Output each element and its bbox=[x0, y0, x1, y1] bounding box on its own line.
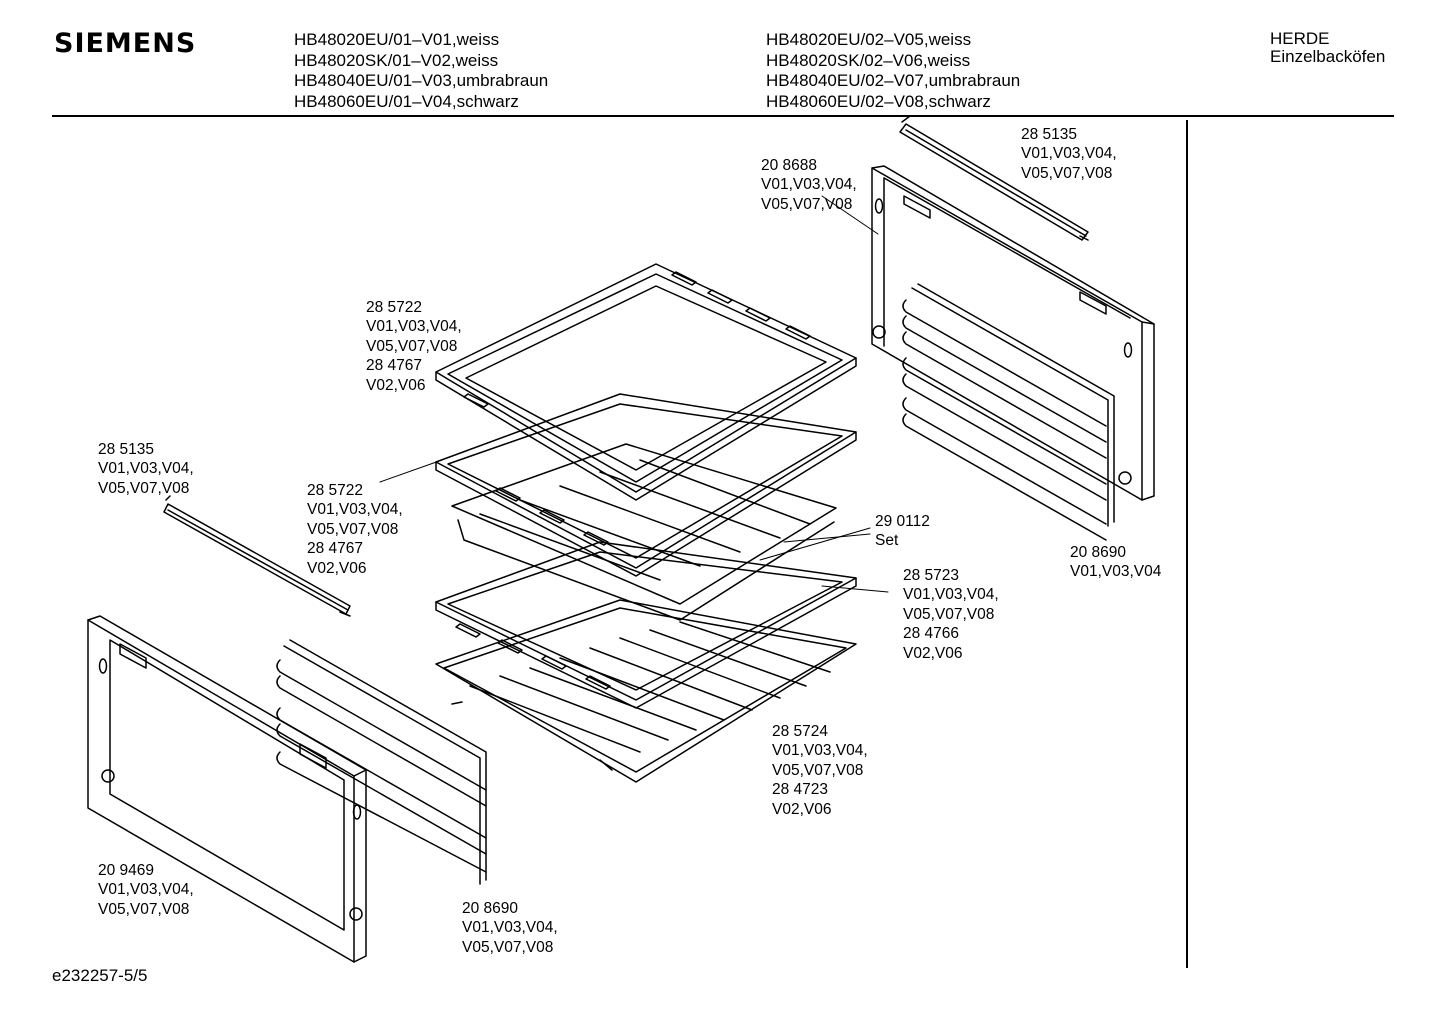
part-label: 20 8690 V01,V03,V04 bbox=[1070, 543, 1161, 582]
part-variants: V05,V07,V08 bbox=[903, 605, 995, 623]
part-number: 28 5135 bbox=[98, 441, 155, 458]
model-line: HB48040EU/01–V03,umbrabraun bbox=[294, 71, 549, 90]
part-number: 28 5722 bbox=[307, 482, 364, 499]
part-variants: V05,V07,V08 bbox=[98, 900, 190, 918]
part-variants: V05,V07,V08 bbox=[307, 520, 399, 538]
rail-top-right bbox=[899, 115, 1089, 241]
part-variants: V05,V07,V08 bbox=[772, 761, 864, 779]
part-variants: V02,V06 bbox=[366, 376, 426, 394]
part-number: 28 5722 bbox=[366, 299, 423, 316]
part-variants: V01,V03,V04 bbox=[1070, 563, 1162, 581]
category-line: Einzelbacköfen bbox=[1270, 47, 1386, 66]
part-variants: V01,V03,V04, bbox=[98, 460, 194, 478]
side-frame-left bbox=[87, 615, 367, 963]
part-number: 28 5723 bbox=[903, 567, 960, 584]
part-variants: V02,V06 bbox=[307, 559, 367, 577]
part-label: 28 5135 V01,V03,V04, V05,V07,V08 bbox=[98, 440, 194, 498]
part-label: 28 5722 V01,V03,V04, V05,V07,V08 28 4767… bbox=[366, 298, 462, 395]
part-number: 28 4767 bbox=[366, 357, 423, 375]
vertical-divider bbox=[1186, 120, 1188, 968]
wire-grid bbox=[435, 599, 857, 783]
rail-left bbox=[163, 495, 351, 617]
shelf-support-right bbox=[902, 283, 1115, 541]
part-variants: V01,V03,V04, bbox=[903, 586, 999, 604]
category-label: HERDE Einzelbacköfen bbox=[1270, 30, 1385, 66]
shelf-support-left bbox=[276, 639, 487, 885]
part-label: 28 5722 V01,V03,V04, V05,V07,V08 28 4767… bbox=[307, 481, 403, 578]
part-number: 20 8690 bbox=[462, 900, 519, 917]
part-variants: V01,V03,V04, bbox=[366, 318, 462, 336]
part-variants: V02,V06 bbox=[772, 800, 832, 818]
part-variants: V05,V07,V08 bbox=[1021, 164, 1113, 182]
part-number: 28 5135 bbox=[1021, 126, 1078, 143]
model-list-left: HB48020EU/01–V01,weiss HB48020SK/01–V02,… bbox=[294, 30, 548, 112]
part-label: 20 9469 V01,V03,V04, V05,V07,V08 bbox=[98, 861, 194, 919]
brand-logo: SIEMENS bbox=[54, 28, 197, 59]
part-variants: V01,V03,V04, bbox=[462, 919, 558, 937]
category-line: HERDE bbox=[1270, 29, 1330, 48]
part-variants: V01,V03,V04, bbox=[98, 881, 194, 899]
baking-pan bbox=[451, 443, 837, 621]
part-label: 28 5723 V01,V03,V04, V05,V07,V08 28 4766… bbox=[903, 566, 999, 663]
drawing-code: e232257-5/5 bbox=[52, 966, 148, 985]
part-variants: V01,V03,V04, bbox=[772, 742, 868, 760]
part-variants: V05,V07,V08 bbox=[761, 195, 853, 213]
part-variants: V05,V07,V08 bbox=[98, 479, 190, 497]
part-variants: V05,V07,V08 bbox=[366, 337, 458, 355]
part-number: 28 4766 bbox=[903, 625, 960, 643]
part-number: 20 8690 bbox=[1070, 544, 1127, 561]
part-variants: V02,V06 bbox=[903, 644, 963, 662]
model-line: HB48060EU/02–V08,schwarz bbox=[766, 91, 991, 111]
side-frame-right bbox=[871, 165, 1155, 501]
part-number: 28 4723 bbox=[772, 781, 829, 799]
model-list-right: HB48020EU/02–V05,weiss HB48020SK/02–V06,… bbox=[766, 30, 1020, 112]
part-number: 28 5724 bbox=[772, 723, 829, 740]
part-variants: V05,V07,V08 bbox=[462, 938, 554, 956]
part-label: 20 8690 V01,V03,V04, V05,V07,V08 bbox=[462, 899, 558, 957]
part-label: 28 5724 V01,V03,V04, V05,V07,V08 28 4723… bbox=[772, 722, 868, 819]
model-line: HB48020EU/01–V01,weiss bbox=[294, 30, 500, 49]
part-variants: V01,V03,V04, bbox=[307, 501, 403, 519]
model-line: HB48020SK/02–V06,weiss bbox=[766, 50, 971, 70]
part-number: 29 0112 bbox=[875, 513, 930, 530]
part-variants: V01,V03,V04, bbox=[761, 176, 857, 194]
part-number: 20 8688 bbox=[761, 157, 818, 174]
model-line: HB48040EU/02–V07,umbrabraun bbox=[766, 71, 1021, 90]
part-label: 29 0112 Set bbox=[875, 512, 930, 551]
part-label: 28 5135 V01,V03,V04, V05,V07,V08 bbox=[1021, 125, 1117, 183]
model-line: HB48020SK/01–V02,weiss bbox=[294, 50, 499, 70]
part-variants: V01,V03,V04, bbox=[1021, 145, 1117, 163]
part-variants: Set bbox=[875, 532, 899, 550]
model-line: HB48020EU/02–V05,weiss bbox=[766, 30, 972, 49]
tray-upper bbox=[435, 263, 857, 501]
header-divider bbox=[52, 115, 1394, 117]
model-line: HB48060EU/01–V04,schwarz bbox=[294, 91, 519, 111]
part-label: 20 8688 V01,V03,V04, V05,V07,V08 bbox=[761, 156, 857, 214]
part-number: 20 9469 bbox=[98, 862, 155, 879]
leader-lines bbox=[379, 195, 889, 593]
part-number: 28 4767 bbox=[307, 540, 364, 558]
